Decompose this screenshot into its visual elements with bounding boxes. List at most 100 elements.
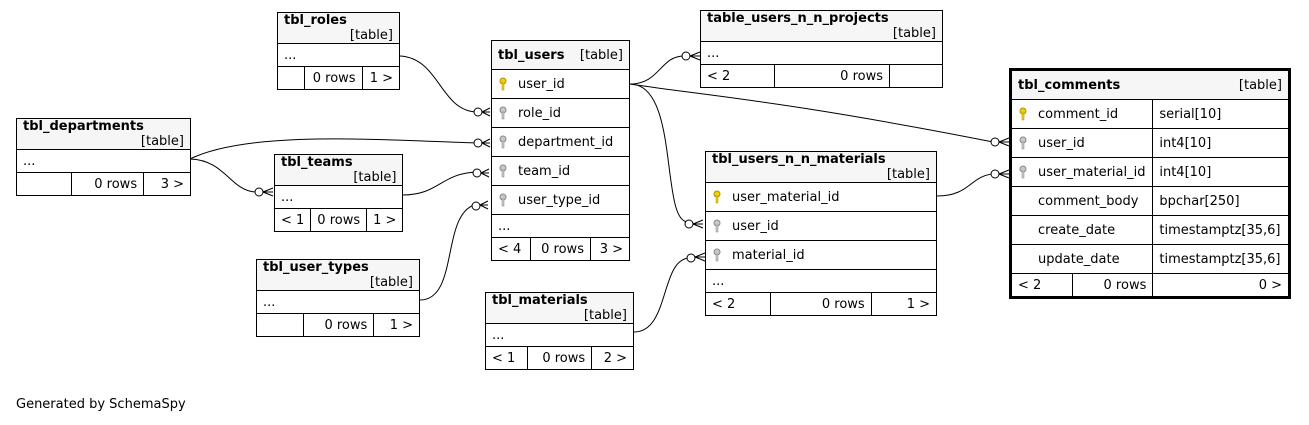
generated-by-footer: Generated by SchemaSpy (16, 397, 186, 412)
parents-count[interactable]: < 2 (704, 292, 772, 316)
edge-roles-users (399, 55, 479, 113)
table-name[interactable]: tbl_users (498, 47, 565, 63)
children-count[interactable]: 1 > (366, 208, 404, 232)
children-count[interactable]: 1 > (361, 66, 401, 90)
foreign-key-icon (498, 106, 512, 120)
column-row[interactable]: role_id (491, 98, 630, 128)
column-name: material_id (732, 247, 805, 263)
row-count: 0 rows (770, 292, 872, 316)
foreign-key-icon (1018, 165, 1032, 179)
column-name: update_date (1038, 251, 1120, 267)
column-type: timestamptz[35,6] (1152, 244, 1290, 274)
more-columns: ... (491, 214, 630, 238)
parents-count (16, 172, 72, 196)
column-name: department_id (518, 134, 614, 150)
table-header[interactable]: tbl_user_types[table] (256, 259, 420, 291)
table-tbl-teams[interactable]: tbl_teams[table] ... < 1 0 rows 1 > (273, 154, 404, 232)
table-tbl-materials[interactable]: tbl_materials[table] ... < 1 0 rows 2 > (485, 292, 634, 370)
edge-usertypes-users (419, 203, 479, 301)
column-row[interactable]: user_material_id (1009, 157, 1154, 187)
table-header[interactable]: tbl_users[table] (491, 40, 630, 70)
column-row[interactable]: comment_id (1009, 99, 1154, 129)
table-name[interactable]: tbl_users_n_n_materials (712, 152, 886, 168)
table-users-n-n-projects[interactable]: table_users_n_n_projects[table] ... < 2 … (699, 10, 943, 88)
table-header[interactable]: tbl_comments [table] (1010, 69, 1290, 100)
parents-count[interactable]: < 2 (1010, 273, 1073, 298)
table-header[interactable]: tbl_materials[table] (485, 292, 634, 324)
column-row[interactable]: update_date (1009, 244, 1154, 274)
column-row[interactable]: department_id (491, 127, 630, 157)
column-name: user_material_id (732, 189, 840, 205)
column-row[interactable]: user_id (491, 69, 630, 99)
parents-count (256, 313, 304, 337)
edge-users-comments (629, 83, 994, 143)
primary-key-icon (1018, 107, 1032, 121)
children-count[interactable]: 3 > (589, 237, 631, 261)
row-count: 0 rows (70, 172, 145, 196)
table-type: [table] (1238, 77, 1282, 93)
parents-count[interactable]: < 2 (699, 64, 776, 88)
table-type: [table] (349, 28, 393, 43)
table-type: [table] (140, 134, 184, 149)
table-header[interactable]: tbl_users_n_n_materials[table] (705, 151, 937, 183)
row-count: 0 rows (774, 64, 890, 88)
column-row[interactable]: comment_body (1009, 186, 1154, 216)
children-count[interactable]: 2 > (591, 346, 634, 370)
table-tbl-user-types[interactable]: tbl_user_types[table] ... 0 rows 1 > (256, 259, 420, 337)
table-type: [table] (886, 167, 930, 182)
more-columns: ... (705, 269, 937, 293)
column-row[interactable]: team_id (491, 156, 630, 186)
table-name[interactable]: tbl_teams (281, 155, 353, 171)
row-count: 0 rows (530, 237, 591, 261)
more-columns: ... (485, 323, 634, 347)
column-row[interactable]: user_id (705, 211, 937, 241)
edge-materials-usermaterials (633, 257, 691, 333)
foreign-key-icon (712, 248, 726, 262)
column-type: timestamptz[35,6] (1152, 215, 1290, 245)
more-columns: ... (273, 185, 404, 209)
table-tbl-comments[interactable]: tbl_comments [table] comment_id serial[10… (1009, 68, 1291, 299)
column-row[interactable]: user_id (1009, 128, 1154, 158)
table-tbl-departments[interactable]: tbl_departments[table] ... 0 rows 3 > (16, 118, 191, 196)
column-type: serial[10] (1152, 99, 1290, 129)
table-header[interactable]: tbl_teams[table] (273, 154, 404, 186)
more-columns: ... (16, 149, 191, 173)
table-header[interactable]: tbl_departments[table] (16, 118, 191, 150)
row-count: 0 rows (304, 66, 363, 90)
table-name[interactable]: tbl_user_types (263, 260, 369, 276)
children-count[interactable]: 1 > (373, 313, 420, 337)
parents-count[interactable]: < 1 (273, 208, 312, 232)
column-row[interactable]: user_type_id (491, 185, 630, 215)
column-type: bpchar[250] (1152, 186, 1290, 216)
table-header[interactable]: tbl_roles[table] (277, 12, 400, 44)
table-name[interactable]: tbl_departments (23, 119, 144, 135)
table-type: [table] (369, 275, 413, 290)
edge-teams-users (401, 171, 479, 196)
column-row[interactable]: material_id (705, 240, 937, 270)
table-tbl-users[interactable]: tbl_users[table] user_id role_id departm… (491, 40, 631, 261)
table-header[interactable]: table_users_n_n_projects[table] (700, 10, 943, 42)
column-name: team_id (518, 163, 571, 179)
table-tbl-users-n-n-materials[interactable]: tbl_users_n_n_materials[table] user_mate… (704, 151, 938, 316)
table-name[interactable]: tbl_materials (492, 293, 588, 309)
table-name[interactable]: table_users_n_n_projects (707, 11, 889, 27)
edge-users-usermaterials (629, 83, 689, 223)
column-name: user_type_id (518, 192, 601, 208)
children-count (889, 64, 943, 88)
table-tbl-roles[interactable]: tbl_roles[table] ... 0 rows 1 > (277, 12, 401, 90)
children-count[interactable]: 0 > (1152, 273, 1290, 298)
children-count[interactable]: 3 > (143, 172, 191, 196)
column-name: user_id (732, 218, 779, 234)
parents-count[interactable]: < 1 (485, 346, 528, 370)
column-name: user_id (1038, 135, 1085, 151)
column-row[interactable]: create_date (1009, 215, 1154, 245)
table-type: [table] (353, 170, 397, 185)
parents-count[interactable]: < 4 (491, 237, 531, 261)
table-name[interactable]: tbl_roles (284, 13, 347, 29)
table-type: [table] (892, 26, 936, 41)
table-name[interactable]: tbl_comments (1018, 77, 1121, 93)
edge-usermaterials-comments (936, 173, 994, 197)
column-row[interactable]: user_material_id (705, 182, 937, 212)
children-count[interactable]: 1 > (870, 292, 938, 316)
primary-key-icon (498, 77, 512, 91)
